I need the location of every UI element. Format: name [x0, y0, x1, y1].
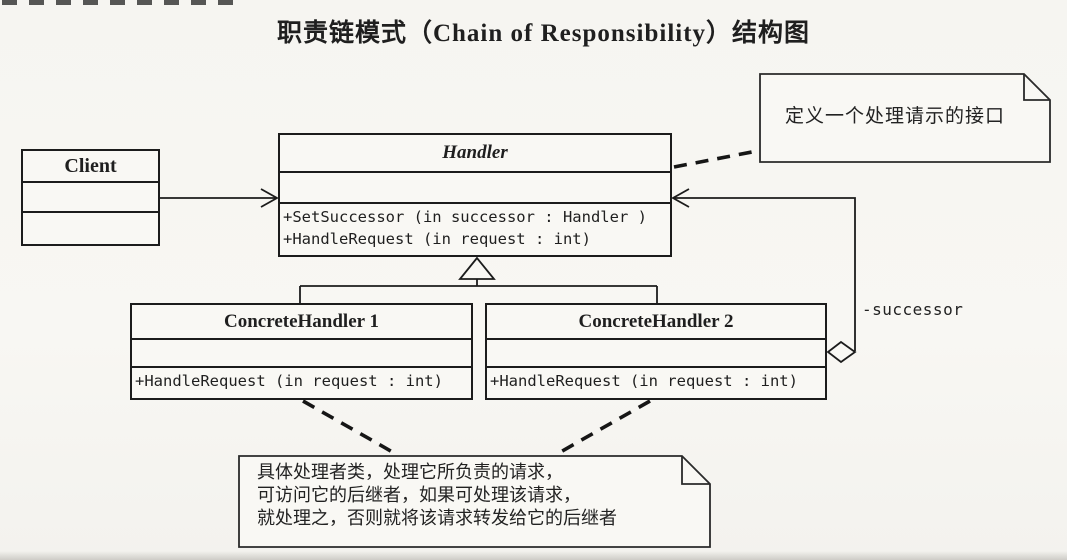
client-to-handler-association: [160, 188, 279, 208]
class-name-concrete-handler-1: ConcreteHandler 1: [132, 305, 471, 340]
note-fold-corner-icon: [1023, 74, 1050, 101]
truncated-text-artifact: [2, 0, 236, 5]
method-handle-request: +HandleRequest (in request : int): [135, 372, 443, 390]
note-concrete-handlers: 具体处理者类，处理它所负责的请求， 可访问它的后继者，如果可处理该请求， 就处理…: [238, 455, 711, 548]
note-concrete-text: 具体处理者类，处理它所负责的请求， 可访问它的后继者，如果可处理该请求， 就处理…: [238, 455, 711, 530]
method-handle-request: +HandleRequest (in request : int): [490, 372, 798, 390]
class-attributes-concrete-handler-1: [132, 340, 471, 368]
class-attributes-client: [23, 183, 158, 213]
note-line-1: 具体处理者类，处理它所负责的请求，: [257, 462, 563, 482]
note-handler-text: 定义一个处理请示的接口: [785, 106, 1006, 127]
ch2-note-connector: [556, 399, 651, 456]
class-name-client: Client: [23, 151, 158, 183]
class-methods-concrete-handler-1: +HandleRequest (in request : int): [132, 368, 471, 398]
note-handler-interface: 定义一个处理请示的接口: [759, 73, 1051, 163]
class-name-handler: Handler: [280, 135, 670, 173]
scan-edge-artifact: [0, 551, 1067, 560]
ch1-note-connector: [302, 399, 397, 456]
class-methods-concrete-handler-2: +HandleRequest (in request : int): [487, 368, 825, 398]
successor-role-label: -successor: [862, 300, 964, 319]
class-name-concrete-handler-2: ConcreteHandler 2: [487, 305, 825, 340]
aggregation-diamond-icon: [826, 340, 857, 364]
diagram-title: 职责链模式（Chain of Responsibility）结构图: [276, 20, 811, 47]
note-line-2: 可访问它的后继者，如果可处理该请求，: [257, 485, 581, 505]
note-line-3: 就处理之，否则就将该请求转发给它的后继者: [257, 508, 617, 528]
class-box-handler: Handler +SetSuccessor (in successor : Ha…: [278, 133, 672, 257]
class-attributes-concrete-handler-2: [487, 340, 825, 368]
inheritance-triangle-icon: [458, 256, 496, 280]
handler-note-connector: [673, 149, 758, 169]
note-shape: [759, 73, 1051, 163]
class-box-concrete-handler-2: ConcreteHandler 2 +HandleRequest (in req…: [485, 303, 827, 400]
note-fold-corner-icon: [681, 456, 710, 485]
class-box-concrete-handler-1: ConcreteHandler 1 +HandleRequest (in req…: [130, 303, 473, 400]
class-box-client: Client: [21, 149, 160, 246]
open-arrowhead-icon: [260, 188, 279, 208]
inheritance-connector: [299, 256, 658, 303]
open-arrowhead-icon: [671, 188, 690, 208]
class-methods-handler: +SetSuccessor (in successor : Handler ) …: [280, 204, 670, 255]
method-set-successor: +SetSuccessor (in successor : Handler ): [283, 208, 647, 226]
method-handle-request: +HandleRequest (in request : int): [283, 230, 591, 249]
note-shape: [238, 455, 711, 548]
class-attributes-handler: [280, 173, 670, 204]
class-methods-client: [23, 213, 158, 244]
